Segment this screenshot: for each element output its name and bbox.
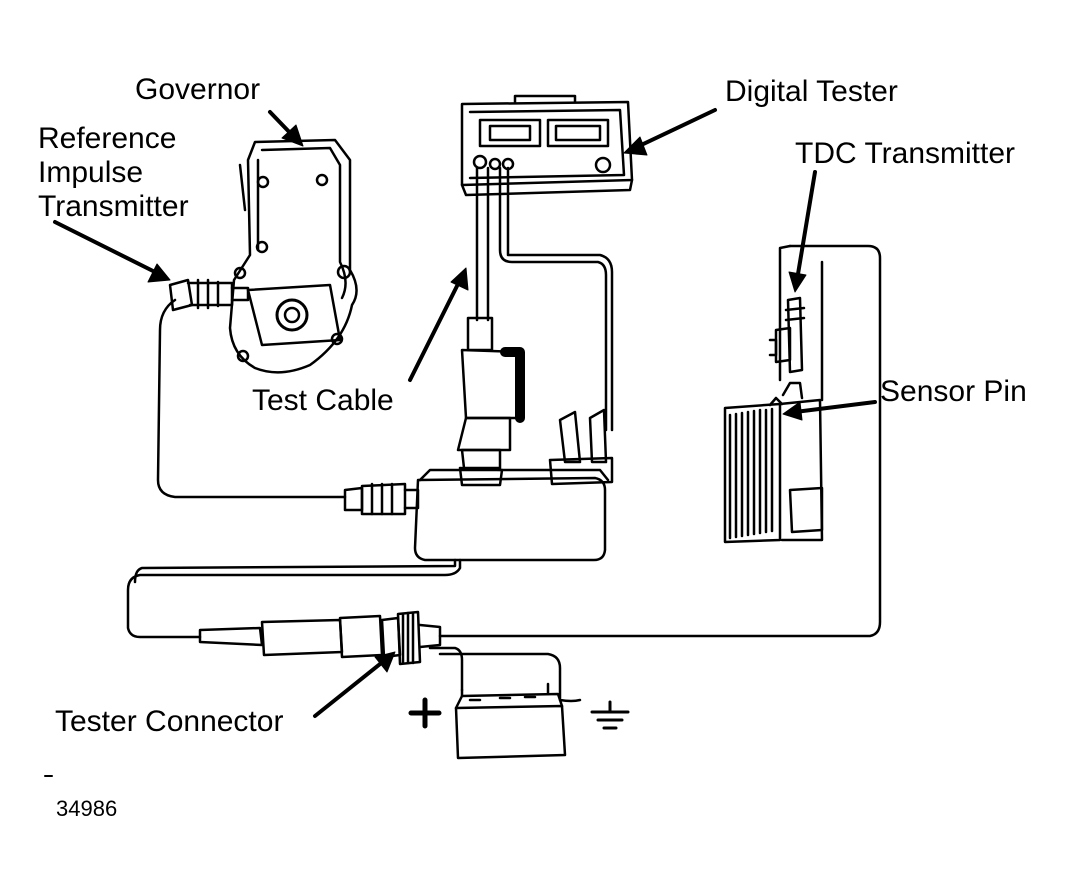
label-governor: Governor bbox=[135, 73, 261, 106]
label-reference-line1: Reference bbox=[38, 122, 177, 155]
battery-positive-symbol bbox=[408, 697, 442, 729]
label-test-cable: Test Cable bbox=[252, 384, 394, 417]
engine-block bbox=[723, 244, 824, 544]
label-tester-connector: Tester Connector bbox=[55, 705, 284, 738]
test-cable-wires bbox=[456, 166, 614, 487]
battery-icon bbox=[454, 682, 567, 760]
ground-symbol-icon bbox=[590, 700, 630, 730]
reference-transmitter bbox=[156, 278, 347, 499]
tdc-transmitter-sensor bbox=[768, 296, 806, 374]
label-reference-line3: Transmitter bbox=[38, 190, 189, 223]
governor-housing bbox=[228, 138, 358, 374]
label-sensor-pin: Sensor Pin bbox=[880, 375, 1027, 408]
label-reference-line2: Impulse bbox=[38, 156, 144, 189]
leader-arrows bbox=[53, 108, 877, 718]
arrow-heads bbox=[147, 124, 807, 673]
tester-connector-assembly bbox=[198, 244, 882, 703]
label-digital-tester: Digital Tester bbox=[725, 75, 898, 108]
digital-tester-unit bbox=[460, 94, 634, 197]
label-tdc-transmitter: TDC Transmitter bbox=[795, 137, 1016, 170]
figure-number: 34986 bbox=[56, 796, 118, 821]
junction-module bbox=[126, 408, 614, 639]
